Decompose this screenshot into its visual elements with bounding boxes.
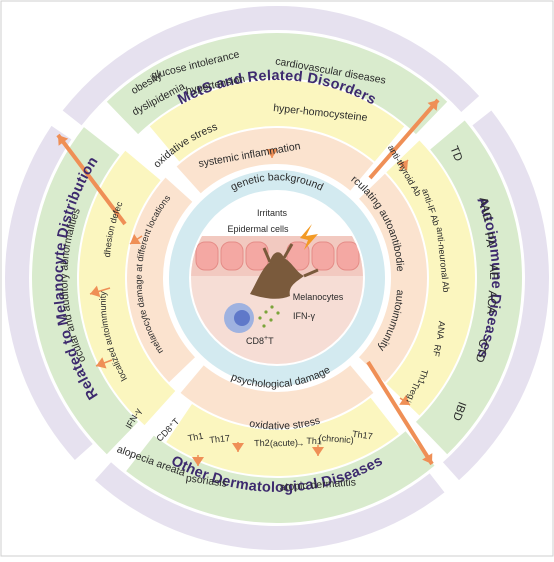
label-arrow: → — [296, 438, 305, 448]
arrow-small-left-2-head — [130, 234, 141, 244]
yellow-segment-1 — [386, 140, 476, 416]
arrow-small-left-3-head — [96, 357, 107, 369]
label-acute: (acute) — [270, 438, 298, 449]
label-cd8t-core: CD8+T — [246, 335, 274, 346]
arrow-to-bottom-right — [366, 360, 434, 466]
label-th17-chronic: Th17 — [352, 429, 374, 442]
outer-ring-segment-1 — [442, 110, 549, 481]
arrow-to-right-quadrant-head — [427, 100, 438, 111]
label-chronic: (chronic) — [318, 433, 354, 445]
label-aca: ACA — [484, 290, 498, 315]
label-th17-bottom: Th17 — [209, 433, 230, 445]
arrow-small-bottom-3-head — [312, 447, 324, 456]
label-ifn-gamma-core: IFN-γ — [293, 311, 315, 321]
outer-ring-segment-2 — [94, 462, 445, 550]
orange-segment-3 — [126, 177, 195, 383]
arrow-small-left-1-head — [90, 285, 101, 298]
outer-ring-segment-0 — [62, 5, 480, 126]
arrow-small-bottom-2-head — [232, 443, 244, 452]
label-th2: Th2 — [254, 438, 270, 449]
label-th1-bottom: Th1 — [187, 431, 204, 444]
yellow-segment-3 — [79, 150, 176, 426]
arrow-to-right-quadrant — [368, 98, 440, 180]
label-aag: AAG — [477, 196, 494, 222]
label-ana: ANA — [435, 321, 447, 340]
outer-ring — [4, 5, 549, 550]
label-epidermal-cells: Epidermal cells — [227, 224, 289, 234]
orange-segment-0 — [176, 127, 374, 194]
outer-ring-segment-3 — [4, 125, 93, 461]
melanocyte-shape — [250, 252, 304, 299]
green-segment-0 — [106, 32, 448, 135]
label-psoriasis: psoriasis — [185, 472, 228, 490]
label-ctd: CTD — [473, 338, 489, 363]
orange-segment-2 — [180, 365, 374, 429]
green-segment-1 — [415, 120, 522, 455]
arrow-small-top-1-head — [266, 149, 278, 158]
label-melanocytes: Melanocytes — [293, 292, 344, 302]
arrow-to-left-quadrant-head — [58, 135, 69, 146]
yellow-segment-0 — [149, 80, 405, 162]
label-rf: RF — [431, 344, 443, 358]
label-irritants: Irritants — [257, 208, 288, 218]
label-ae: AE — [487, 264, 500, 280]
arrow-small-right-1-head — [397, 160, 408, 171]
arrow-to-left-quadrant — [56, 133, 127, 226]
green-segment-2 — [126, 431, 435, 523]
green-band — [32, 32, 522, 523]
label-th1-chronic: Th1 — [306, 436, 322, 447]
arrow-small-right-2-head — [399, 394, 410, 405]
arrow-small-bottom-1-head — [192, 457, 204, 466]
skin-illustration — [191, 224, 363, 364]
orange-segment-1 — [359, 173, 427, 383]
arrow-to-bottom-right-head — [422, 453, 433, 464]
orange-band — [126, 127, 427, 429]
green-segment-3 — [32, 127, 139, 455]
label-td: TD — [447, 145, 464, 164]
label-pa: PA — [482, 232, 496, 248]
yellow-band — [79, 80, 476, 476]
label-th1-right: Th1 — [416, 368, 430, 386]
label-atopic-dermatitis: atopic dermatitis — [279, 476, 356, 493]
yellow-segment-2 — [166, 397, 399, 476]
irritant-bolt-icon — [300, 224, 318, 250]
